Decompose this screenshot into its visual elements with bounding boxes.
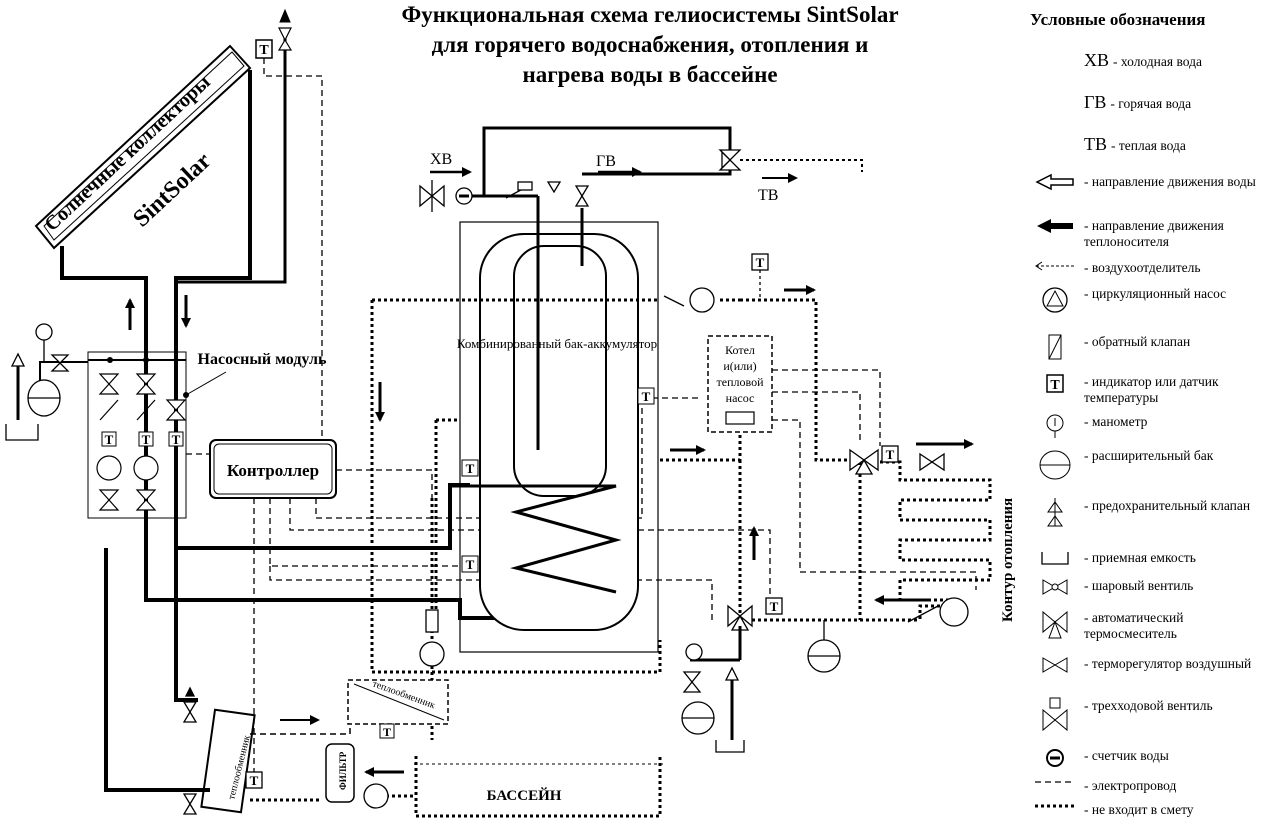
svg-text:БАССЕЙН: БАССЕЙН	[487, 787, 562, 804]
svg-text:ФИЛЬТР: ФИЛЬТР	[338, 751, 348, 790]
diagram-title: Функциональная схема гелиосистемы SintSo…	[330, 0, 970, 90]
expansion-tank-icon	[1039, 450, 1071, 480]
svg-text:Котел: Котел	[725, 343, 755, 357]
title-line-3: нагрева воды в бассейне	[522, 62, 778, 87]
svg-text:Комбинированный бак-аккумулято: Комбинированный бак-аккумулятор	[457, 336, 657, 351]
title-line-1: Функциональная схема гелиосистемы SintSo…	[401, 2, 899, 27]
svg-text:и(или): и(или)	[723, 359, 756, 373]
right-safety-group	[681, 626, 745, 753]
legend-item-temp-sensor: T - индикатор или датчик температуры	[1026, 374, 1262, 406]
controller: Контроллер	[209, 439, 337, 499]
boiler-sensors-text: T T T	[756, 255, 895, 614]
legend-item-check-valve: - обратный клапан	[1026, 334, 1262, 364]
svg-text:ГВ: ГВ	[596, 153, 616, 170]
solar-system-diagram: Солнечные коллекторы SintSolar T	[5, 8, 1016, 818]
legend-item-not-in-estimate: - не входит в смету	[1026, 802, 1262, 832]
svg-text:T: T	[250, 773, 259, 788]
hollow-arrow-icon	[1035, 173, 1074, 191]
manometer-icon	[1046, 414, 1064, 438]
pump-module-label: Насосный модуль	[198, 351, 327, 368]
legend-item-thermo-mixer: - автоматический термосмеситель	[1026, 610, 1262, 642]
svg-text:тепловой: тепловой	[717, 375, 765, 389]
check-valve-icon	[1048, 334, 1062, 360]
svg-text:T: T	[383, 725, 391, 739]
legend-item-water-meter: - счетчик воды	[1026, 748, 1262, 778]
safety-valve-icon	[1047, 498, 1063, 527]
legend-item-safety-valve: - предохранительный клапан	[1026, 498, 1262, 528]
temp-sensor-icon: T	[1046, 374, 1064, 393]
flow-arrows-collector	[125, 295, 191, 330]
flow-arrows-tank	[375, 285, 974, 605]
left-safety-group	[5, 323, 88, 441]
dotted-line-icon	[1035, 804, 1075, 808]
legend-item-coolant-flow: - направление движения теплоносителя	[1026, 218, 1262, 250]
tank: Комбинированный бак-аккумулятор	[450, 196, 659, 653]
collector-temp-sensor: T	[255, 39, 273, 59]
svg-text:ХВ: ХВ	[430, 151, 452, 168]
legend-item-hot-water: ГВ- горячая вода	[1084, 92, 1192, 112]
legend-item-cold-water: ХВ- холодная вода	[1084, 50, 1202, 70]
dashed-line-icon	[1035, 781, 1075, 783]
pump-icon	[1042, 287, 1068, 313]
svg-text:насос: насос	[726, 391, 755, 405]
boiler-fittings	[663, 253, 969, 673]
svg-text:ТВ: ТВ	[758, 187, 778, 204]
three-way-valve-icon	[1042, 697, 1068, 732]
legend-item-air-separator: - воздухоотделитель	[1026, 260, 1262, 290]
heating-circuit-label: Контур отопления	[1000, 498, 1016, 622]
svg-text:T: T	[466, 461, 475, 476]
legend-item-manometer: - манометр	[1026, 414, 1262, 444]
legend-item-pump: - циркуляционный насос	[1026, 286, 1262, 316]
boiler-wires	[772, 369, 977, 590]
boiler: Котел и(или) тепловой насос	[707, 335, 773, 433]
svg-text:T: T	[105, 432, 114, 447]
pump-module: T T T Насосный модуль	[87, 351, 327, 519]
legend-item-ball-valve: - шаровый вентиль	[1026, 578, 1262, 608]
title-line-2: для горячего водоснабжения, отопления и	[431, 32, 869, 57]
air-thermoregulator-icon	[1042, 657, 1068, 673]
legend-item-expansion-tank: - расширительный бак	[1026, 448, 1262, 480]
svg-text:T: T	[259, 43, 269, 58]
svg-text:T: T	[142, 432, 151, 447]
svg-text:T: T	[172, 432, 181, 447]
legend-item-three-way-valve: - трехходовой вентиль	[1026, 697, 1262, 732]
air-separator-icon	[1035, 261, 1076, 271]
svg-text:T: T	[886, 447, 895, 462]
tank-sensors: T T T	[461, 387, 655, 573]
legend-item-air-thermoregulator: - терморегулятор воздушный	[1026, 656, 1262, 686]
sensor-wire-collector	[263, 58, 323, 440]
svg-text:T: T	[770, 599, 779, 614]
water-supply-fittings	[419, 149, 742, 212]
legend-item-wire: - электропровод	[1026, 778, 1262, 808]
ball-valve-icon	[1042, 579, 1068, 595]
dotted-pipes	[370, 298, 992, 740]
legend-title: Условные обозначения	[1030, 10, 1206, 29]
legend-item-water-flow: - направление движения воды	[1026, 173, 1262, 204]
svg-text:T: T	[466, 557, 475, 572]
svg-text:T: T	[1050, 378, 1060, 393]
water-labels: ХВ ГВ ТВ	[430, 151, 798, 204]
thermo-mixer-icon	[1042, 610, 1068, 639]
legend: Условные обозначения ХВ- холодная вода Г…	[1026, 10, 1262, 817]
water-meter-icon	[1046, 749, 1064, 767]
solar-collector: Солнечные коллекторы SintSolar	[34, 44, 252, 250]
receiver-icon	[1041, 552, 1069, 565]
svg-text:T: T	[756, 255, 765, 270]
collectors-label: Солнечные коллекторы	[40, 71, 215, 236]
svg-text:T: T	[642, 389, 651, 404]
solid-arrow-icon	[1037, 219, 1073, 233]
warm-water-out	[740, 159, 863, 172]
legend-item-receiver: - приемная емкость	[1026, 550, 1262, 580]
collector-air-vent	[277, 8, 293, 51]
legend-item-warm-water: ТВ- теплая вода	[1084, 134, 1186, 154]
svg-text:Контроллер: Контроллер	[227, 461, 319, 480]
